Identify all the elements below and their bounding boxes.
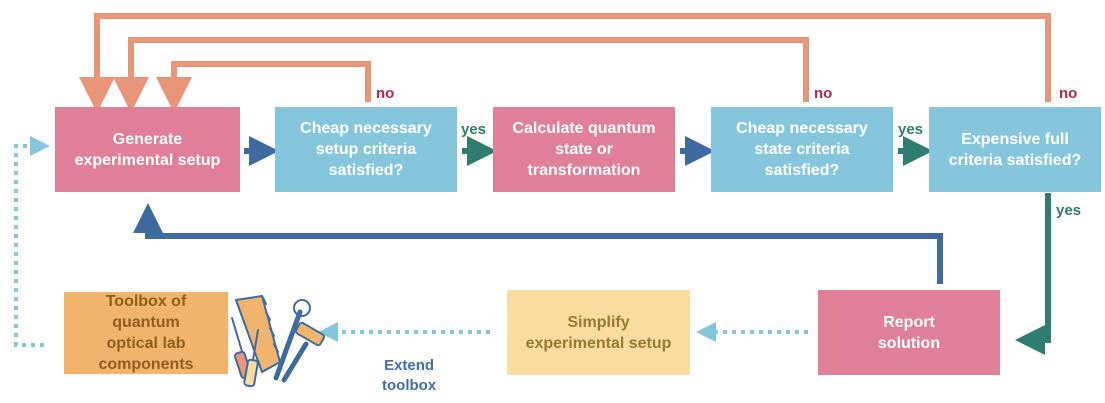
no-label-expensive: no — [1059, 85, 1078, 102]
yes-label-state: yes — [898, 121, 924, 138]
arrow-report-to-generate — [133, 203, 943, 284]
toolbox-box: Toolbox of quantum optical lab component… — [64, 292, 228, 374]
simplify-setup-box: Simplify experimental setup — [507, 290, 690, 375]
yes-label-expensive: yes — [1056, 202, 1082, 219]
dotted-toolbox-to-generate — [14, 136, 50, 347]
extend-toolbox-label: Extend toolbox — [382, 357, 437, 394]
no-label-state: no — [814, 85, 833, 102]
loop-arrow-state — [113, 37, 809, 113]
loop-arrow-expensive — [79, 13, 1051, 113]
no-label-setup: no — [376, 85, 395, 102]
loop-arrow-setup — [156, 61, 371, 113]
report-solution-box: Report solution — [818, 290, 1000, 375]
calculate-quantum-state-box: Calculate quantum state or transformatio… — [493, 107, 675, 192]
yes-label-setup: yes — [461, 121, 487, 138]
cheap-state-criteria-box: Cheap necessary state criteria satisfied… — [711, 107, 893, 192]
generate-setup-box: Generate experimental setup — [55, 107, 240, 192]
arrow-expensive-yes — [1015, 193, 1051, 355]
tools-icon — [231, 295, 326, 388]
cheap-setup-criteria-box: Cheap necessary setup criteria satisfied… — [275, 107, 457, 192]
expensive-criteria-box: Expensive full criteria satisfied? — [929, 107, 1101, 192]
